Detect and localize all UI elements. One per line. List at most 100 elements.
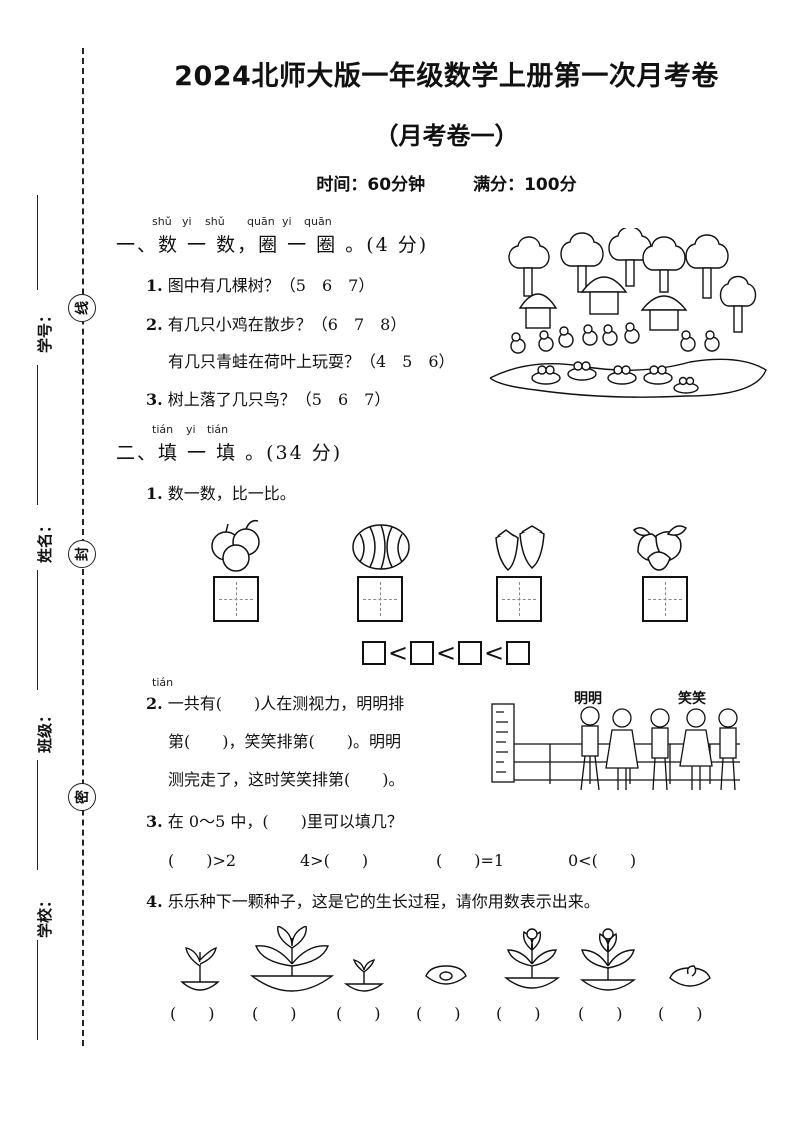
question-1-3: 3. 树上落了几只鸟？（5 6 7）	[146, 386, 390, 410]
question-2-2-line1: 2. 一共有( )人在测视力，明明排	[146, 690, 404, 714]
tree-icon	[685, 234, 729, 299]
question-number: 2.	[146, 694, 163, 713]
chick-icon	[538, 330, 554, 352]
compare-box-3[interactable]	[458, 641, 482, 665]
field-line-name	[37, 570, 38, 690]
eye-chart-icon	[491, 703, 515, 783]
chick-icon	[510, 332, 526, 354]
flowering-plant-icon	[579, 928, 637, 991]
compare-box-2[interactable]	[410, 641, 434, 665]
chick-icon	[602, 324, 618, 346]
comparison-row: < < <	[362, 641, 530, 665]
pinyin: yi	[282, 215, 292, 228]
mushroom-house-icon	[640, 295, 688, 331]
frog-icon	[567, 361, 597, 381]
question-number: 4.	[146, 892, 163, 911]
question-2-3: 3. 在 0～5 中，( )里可以填几？	[146, 808, 403, 832]
question-text: 在 0～5 中，( )里可以填几？	[167, 812, 403, 831]
question-number: 1.	[146, 276, 163, 295]
pinyin: quān	[247, 215, 275, 228]
question-1-2b: 有几只青蛙在荷叶上玩耍？（4 5 6）	[168, 352, 455, 371]
answer-box-peach[interactable]	[642, 576, 688, 622]
child-icon	[718, 708, 738, 791]
pinyin: yi	[182, 215, 192, 228]
watermelon-icon	[352, 524, 410, 570]
tree-icon	[719, 275, 757, 333]
q4-blank-5[interactable]: ( )	[496, 1004, 541, 1023]
seal-feng: 封	[68, 540, 96, 568]
forest-scene-illustration	[490, 228, 767, 398]
q3-blank-3[interactable]: ( )=1	[436, 851, 505, 870]
sprout-icon	[343, 959, 385, 992]
chick-icon	[582, 324, 598, 346]
q3-blank-1[interactable]: ( )>2	[168, 851, 237, 870]
small-plant-icon	[180, 946, 220, 991]
compare-box-4[interactable]	[506, 641, 530, 665]
chick-icon	[558, 326, 574, 348]
frog-icon	[531, 365, 561, 385]
question-number: 1.	[146, 484, 163, 503]
q3-blank-2[interactable]: 4>( )	[300, 851, 369, 870]
question-text: 图中有几棵树？（5 6 7）	[167, 276, 375, 295]
q4-blank-7[interactable]: ( )	[658, 1004, 703, 1023]
question-text: 树上落了几只鸟？（5 6 7）	[167, 390, 391, 409]
child-icon	[580, 706, 600, 791]
less-than-symbol: <	[388, 639, 409, 667]
field-label-student-id: 学号：	[36, 307, 55, 354]
exam-meta: 时间：60分钟 满分：100分	[100, 170, 793, 195]
seed-icon	[425, 965, 467, 985]
exam-score: 满分：100分	[473, 175, 577, 195]
flowering-plant-icon	[503, 928, 561, 989]
field-line-student-id-2	[37, 365, 38, 505]
less-than-symbol: <	[436, 639, 457, 667]
q4-blank-4[interactable]: ( )	[416, 1004, 461, 1023]
field-line-class	[37, 760, 38, 870]
question-number: 3.	[146, 390, 163, 409]
question-2-2-line2: 第( )，笑笑排第( )。明明	[168, 732, 401, 751]
plant-growth-illustration	[180, 926, 711, 992]
answer-box-watermelon[interactable]	[357, 576, 403, 622]
label-xiaoxiao: 笑笑	[678, 691, 706, 707]
question-2-4: 4. 乐乐种下一颗种子，这是它的生长过程，请你用数表示出来。	[146, 888, 600, 912]
pinyin: quān	[304, 215, 332, 228]
q4-blank-3[interactable]: ( )	[336, 1004, 381, 1023]
frog-icon	[643, 365, 673, 385]
child-icon	[605, 708, 639, 790]
question-number: 2.	[146, 315, 163, 334]
pinyin: tián	[152, 423, 174, 436]
question-text: 一共有( )人在测视力，明明排	[167, 694, 405, 713]
seal-xian: 线	[68, 294, 96, 322]
q4-blank-1[interactable]: ( )	[170, 1004, 215, 1023]
seal-mi: 密	[68, 783, 96, 811]
page-subtitle: （月考卷一）	[374, 122, 519, 150]
chick-icon	[704, 330, 720, 352]
question-text: 乐乐种下一颗种子，这是它的生长过程，请你用数表示出来。	[167, 892, 600, 911]
field-line-school	[37, 940, 38, 1040]
section2-heading: 二、填 一 填 。(34 分)	[116, 442, 343, 464]
field-label-class: 班级：	[36, 707, 55, 754]
answer-box-apple[interactable]	[213, 576, 259, 622]
child-icon	[650, 708, 670, 791]
q4-blank-6[interactable]: ( )	[578, 1004, 623, 1023]
chick-icon	[680, 330, 696, 352]
tree-icon	[508, 236, 550, 297]
exam-time: 时间：60分钟	[316, 175, 426, 195]
answer-box-strawberry[interactable]	[496, 576, 542, 622]
pinyin: yi	[186, 423, 196, 436]
q3-blank-4[interactable]: 0<( )	[568, 851, 637, 870]
frog-icon	[607, 365, 637, 385]
apple-icon	[211, 519, 260, 572]
pinyin: shǔ	[152, 215, 172, 228]
chick-icon	[624, 322, 640, 344]
question-text: 有几只小鸡在散步？（6 7 8）	[167, 315, 407, 334]
question-text: 数一数，比一比。	[167, 484, 296, 503]
compare-box-1[interactable]	[362, 641, 386, 665]
q4-blank-2[interactable]: ( )	[252, 1004, 297, 1023]
strawberry-icon	[495, 525, 545, 571]
pinyin: tián	[207, 423, 229, 436]
page-title: 2024北师大版一年级数学上册第一次月考卷	[174, 61, 719, 92]
question-1-2: 2. 有几只小鸡在散步？（6 7 8）	[146, 311, 406, 335]
question-2-1: 1. 数一数，比一比。	[146, 480, 296, 504]
child-icon	[679, 708, 713, 790]
question-1-1: 1. 图中有几棵树？（5 6 7）	[146, 272, 374, 296]
